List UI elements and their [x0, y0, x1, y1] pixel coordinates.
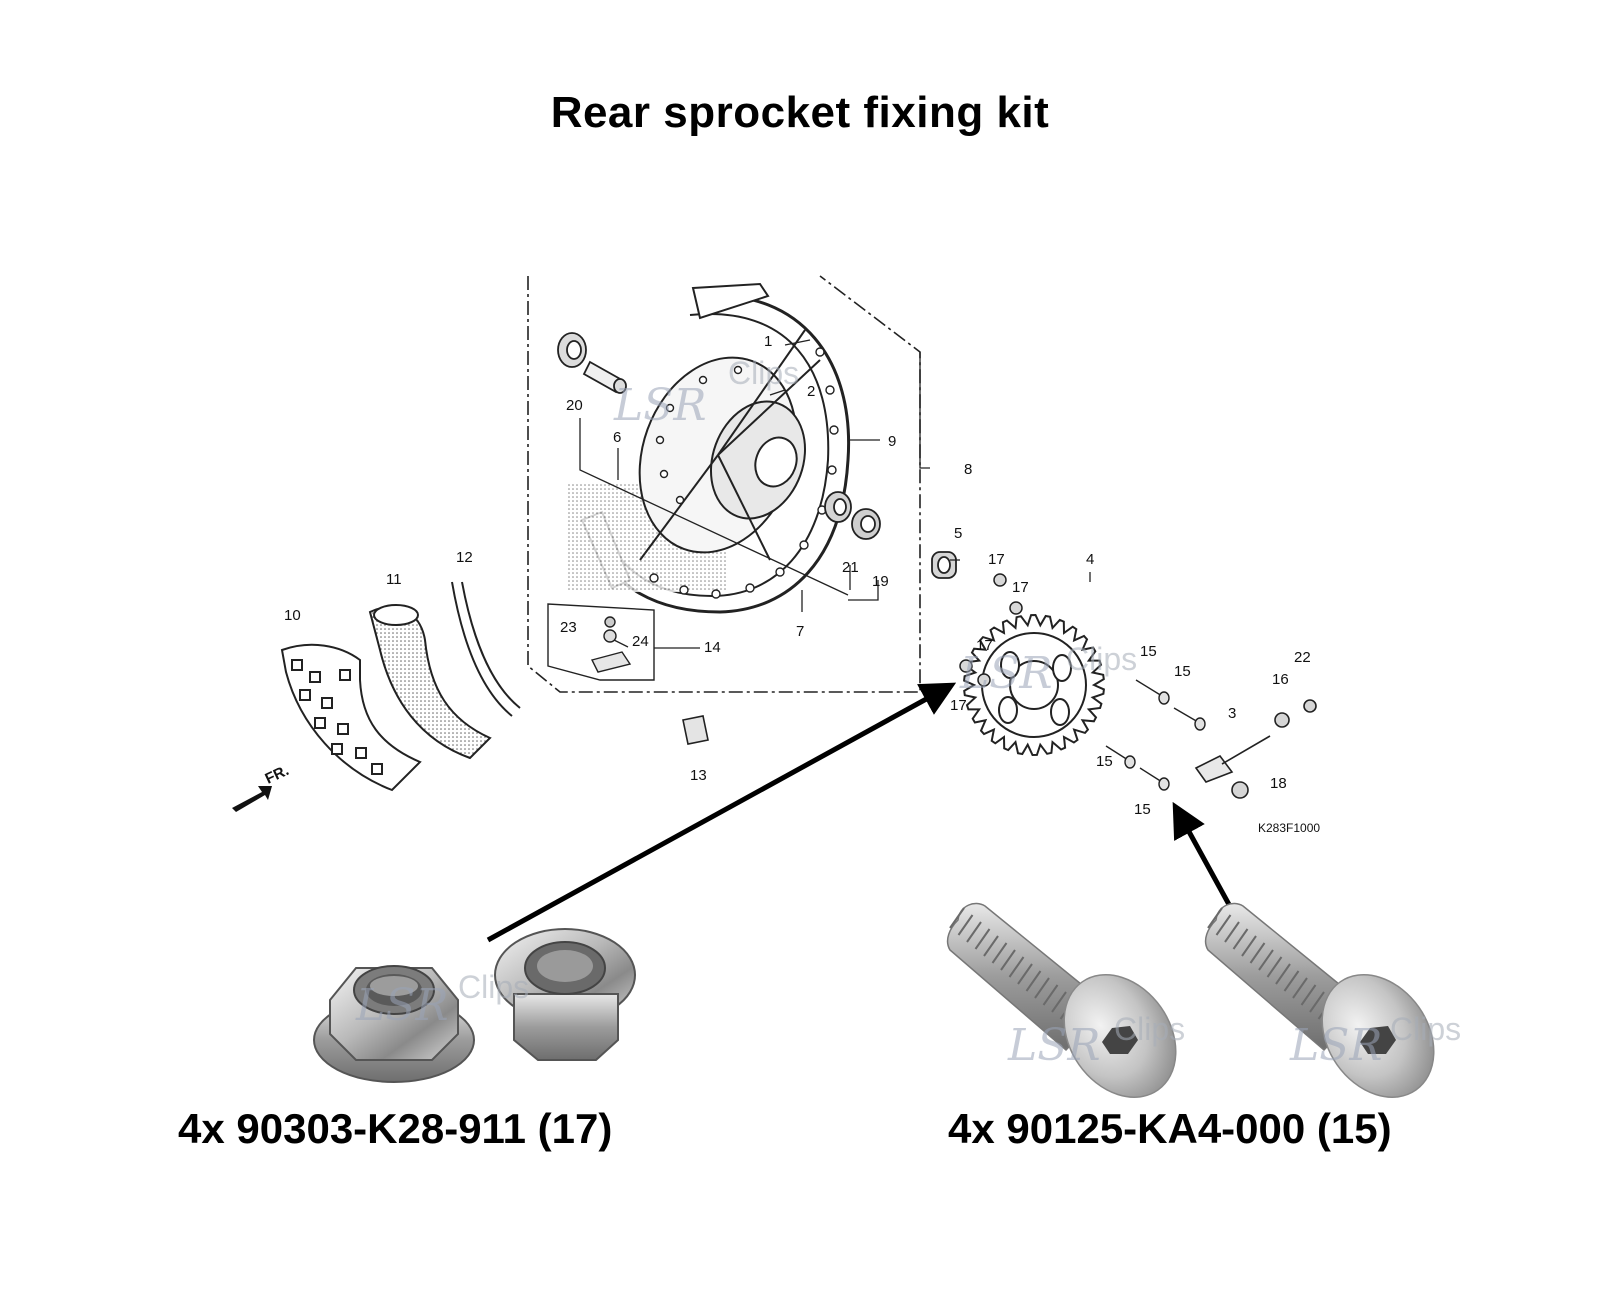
front-arrow-icon: FR. — [232, 762, 292, 812]
callout-17-c: 17 — [976, 637, 993, 654]
thread-line — [974, 928, 991, 950]
rim-band-12 — [451, 581, 521, 717]
callout-18: 18 — [1270, 775, 1287, 792]
callout-1: 1 — [764, 333, 772, 350]
thread-line — [1224, 921, 1240, 943]
watermark-lsr: LSR — [355, 980, 449, 1031]
leader-lines — [579, 339, 1091, 649]
thread-line — [1025, 970, 1042, 992]
thread-line — [1275, 963, 1291, 985]
watermark-clips: Clips — [1114, 1011, 1185, 1047]
thread-line — [1258, 949, 1274, 971]
driven-sprocket-4 — [963, 613, 1105, 757]
callout-6: 6 — [613, 429, 621, 446]
page-title: Rear sprocket fixing kit — [550, 88, 1050, 137]
callout-10: 10 — [284, 607, 301, 624]
callout-11: 11 — [386, 571, 402, 588]
callout-4: 4 — [1086, 551, 1094, 568]
thread-line — [1042, 984, 1059, 1006]
callout-23: 23 — [560, 619, 577, 636]
watermark-lsr: LSR — [959, 648, 1053, 699]
thread-line — [1017, 963, 1033, 985]
thread-line — [1300, 984, 1317, 1006]
rim-holes — [649, 347, 839, 599]
thread-line — [957, 914, 974, 936]
thread-line — [1232, 928, 1249, 950]
callout-15-c: 15 — [1096, 753, 1113, 770]
callout-9: 9 — [888, 433, 896, 450]
thread-line — [1309, 991, 1325, 1013]
callout-19: 19 — [872, 573, 889, 590]
watermark-clips: Clips — [1390, 1011, 1461, 1047]
callout-21: 21 — [842, 559, 859, 576]
callout-3: 3 — [1228, 705, 1236, 722]
nut-part-caption: 4x 90303-K28-911 (17) — [178, 1105, 613, 1152]
thread-line — [1051, 991, 1067, 1013]
valve-kit-group — [547, 603, 655, 681]
wheel-assembly-bracket — [527, 275, 921, 693]
callout-24: 24 — [632, 633, 649, 650]
callout-15-a: 15 — [1140, 643, 1157, 660]
watermark-clips: Clips — [458, 969, 529, 1005]
thread-line — [1292, 977, 1308, 999]
callout-15-d: 15 — [1134, 801, 1151, 818]
axle-distance-collar-6 — [582, 360, 627, 394]
tyre-10 — [280, 643, 422, 792]
serrated-flange-nut-photo — [494, 928, 636, 1061]
watermark-lsr: LSR — [613, 380, 707, 431]
thread-line — [983, 935, 999, 957]
pointer-arrows — [486, 682, 1235, 943]
callout-17-d: 17 — [950, 697, 967, 714]
countersunk-bolt-photo-1 — [946, 902, 1177, 1098]
watermark-lsr: LSR — [1007, 1020, 1101, 1071]
watermark-lsr: LSR — [1289, 1020, 1383, 1071]
bearing-20 — [557, 332, 587, 368]
watermark-clips: Clips — [1066, 641, 1137, 677]
callout-20: 20 — [566, 397, 583, 414]
thread-line — [1034, 977, 1050, 999]
collar-5 — [931, 551, 957, 579]
thread-line — [1215, 914, 1232, 936]
diagram-reference-code: K283F1000 — [1258, 821, 1320, 835]
rim-band-13 — [682, 715, 709, 745]
thread-line — [949, 907, 965, 929]
callout-2: 2 — [807, 383, 815, 400]
thread-line — [1207, 907, 1223, 929]
callout-12: 12 — [456, 549, 473, 566]
callout-7: 7 — [796, 623, 804, 640]
bearing-21 — [824, 491, 852, 523]
callout-16: 16 — [1272, 671, 1289, 688]
callout-17-b: 17 — [1012, 579, 1029, 596]
bolt-part-caption: 4x 90125-KA4-000 (15) — [948, 1105, 1392, 1152]
watermark-group: LSR Clips LSR Clips LSR Clips LSR Clips … — [355, 355, 1461, 1071]
callout-numbers: 1 2 3 4 5 6 7 8 9 10 11 12 13 14 15 15 1… — [284, 333, 1320, 835]
callout-5: 5 — [954, 525, 962, 542]
callout-15-b: 15 — [1174, 663, 1191, 680]
callout-22: 22 — [1294, 649, 1311, 666]
nut-17-diagram — [959, 573, 1023, 687]
arrow-to-bolt-15 — [1172, 801, 1235, 912]
thread-line — [1241, 935, 1257, 957]
front-marker-label: FR. — [263, 762, 292, 788]
thread-line — [1008, 956, 1025, 978]
thread-line — [1249, 942, 1266, 964]
watermark-clips: Clips — [728, 355, 799, 391]
bolt-15-diagram — [1105, 679, 1206, 791]
callout-13: 13 — [690, 767, 707, 784]
flange-nut-photo — [313, 965, 475, 1083]
countersunk-bolt-photo-2 — [1204, 902, 1435, 1098]
thread-line — [1266, 956, 1283, 978]
thread-line — [1283, 970, 1300, 992]
thread-line — [966, 921, 982, 943]
callout-14: 14 — [704, 639, 721, 656]
thread-line — [991, 942, 1008, 964]
thread-line — [1000, 949, 1016, 971]
chain-adjuster-3 — [1194, 699, 1317, 799]
callout-8: 8 — [964, 461, 972, 478]
dust-seal-19 — [851, 508, 881, 540]
inner-tube-11 — [368, 604, 492, 760]
callout-17-a: 17 — [988, 551, 1005, 568]
arrow-to-nut-17 — [486, 682, 957, 943]
